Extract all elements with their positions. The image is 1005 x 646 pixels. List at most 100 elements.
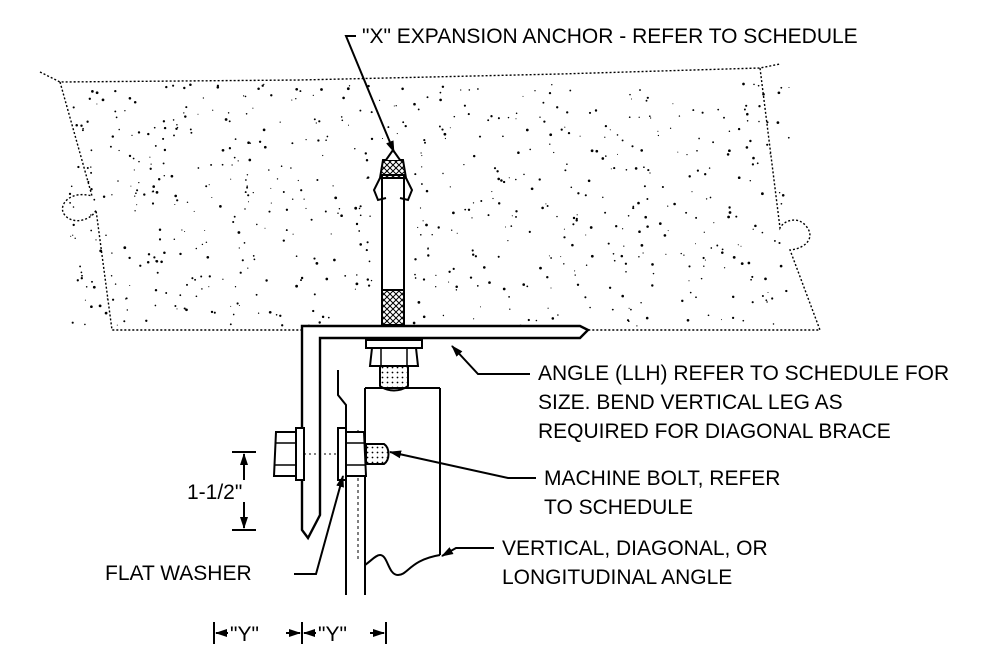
concrete-speck	[116, 324, 118, 326]
concrete-speck	[358, 230, 361, 232]
concrete-speck	[270, 187, 272, 189]
concrete-speck	[761, 192, 764, 196]
concrete-speck	[245, 113, 248, 115]
concrete-speck	[517, 151, 520, 154]
concrete-speck	[657, 134, 660, 137]
concrete-speck	[649, 172, 651, 174]
concrete-speck	[104, 311, 108, 315]
bolt-thread	[365, 443, 390, 465]
dimension-1-1-2: 1-1/2"	[187, 451, 256, 531]
concrete-speck	[648, 115, 651, 118]
concrete-speck	[472, 253, 475, 256]
concrete-speck	[478, 135, 482, 138]
concrete-speck	[496, 170, 499, 173]
concrete-speck	[464, 208, 467, 211]
concrete-speck	[678, 115, 681, 117]
concrete-speck	[737, 244, 739, 246]
concrete-speck	[640, 301, 642, 304]
concrete-speck	[560, 128, 563, 131]
concrete-speck	[204, 230, 206, 231]
bolt-nut	[345, 431, 368, 477]
concrete-speck	[221, 163, 224, 166]
washer-top	[365, 339, 423, 349]
concrete-speck	[165, 85, 168, 89]
concrete-speck	[344, 274, 347, 277]
concrete-speck	[72, 106, 75, 109]
concrete-speck	[751, 301, 754, 304]
concrete-speck	[771, 297, 774, 300]
concrete-speck	[566, 111, 569, 114]
concrete-speck	[313, 293, 316, 296]
concrete-speck	[370, 137, 374, 141]
concrete-speck	[455, 289, 458, 291]
concrete-speck	[589, 306, 591, 309]
concrete-speck	[420, 152, 422, 154]
concrete-speck	[627, 215, 630, 217]
concrete-speck	[355, 222, 359, 226]
concrete-speck	[228, 147, 232, 150]
concrete-speck	[210, 163, 213, 166]
concrete-speck	[163, 174, 166, 177]
leader-lines	[294, 35, 536, 575]
concrete-speck	[359, 214, 362, 217]
concrete-speck	[590, 149, 594, 153]
concrete-speck	[740, 262, 744, 265]
concrete-speck	[201, 243, 204, 246]
concrete-slab	[39, 63, 822, 331]
concrete-speck	[208, 286, 210, 288]
concrete-speck	[646, 96, 649, 99]
concrete-speck	[482, 266, 486, 269]
concrete-speck	[657, 130, 659, 132]
concrete-speck	[395, 105, 397, 107]
concrete-speck	[322, 154, 324, 157]
concrete-speck	[369, 215, 371, 217]
concrete-speck	[404, 124, 407, 128]
concrete-speck	[584, 296, 587, 299]
concrete-speck	[356, 274, 358, 276]
label-bolt-1: MACHINE BOLT, REFER	[544, 467, 780, 490]
concrete-speck	[701, 111, 704, 114]
concrete-speck	[549, 133, 553, 137]
concrete-speck	[480, 200, 483, 202]
leader-vertical	[441, 547, 494, 557]
concrete-speck	[502, 135, 504, 138]
concrete-speck	[365, 158, 369, 162]
concrete-speck	[172, 84, 175, 87]
concrete-speck	[691, 191, 693, 193]
concrete-speck	[515, 112, 518, 115]
concrete-speck	[694, 243, 697, 245]
concrete-speck	[721, 248, 724, 251]
concrete-speck	[761, 294, 764, 298]
concrete-speck	[737, 127, 741, 131]
concrete-speck	[728, 211, 732, 214]
concrete-speck	[124, 110, 126, 112]
concrete-speck	[514, 178, 517, 181]
concrete-speck	[474, 255, 478, 258]
concrete-speck	[413, 102, 416, 106]
concrete-speck	[258, 140, 262, 143]
concrete-speck	[74, 237, 76, 240]
concrete-speck	[616, 153, 619, 155]
expansion-anchor	[372, 148, 414, 327]
concrete-speck	[154, 304, 157, 307]
concrete-speck	[101, 98, 105, 102]
concrete-speck	[237, 160, 239, 162]
concrete-speck	[325, 277, 329, 281]
concrete-speck	[138, 181, 140, 184]
concrete-speck	[535, 319, 538, 322]
concrete-speck	[553, 151, 555, 154]
concrete-speck	[721, 251, 724, 254]
label-angle-2: SIZE. BEND VERTICAL LEG AS	[538, 391, 843, 414]
concrete-speck	[233, 215, 236, 218]
concrete-speck	[548, 255, 550, 257]
concrete-speckle	[68, 82, 790, 329]
concrete-speck	[613, 167, 616, 170]
concrete-speck	[452, 267, 455, 270]
concrete-speck	[117, 180, 119, 182]
concrete-speck	[683, 254, 685, 256]
concrete-speck	[515, 215, 517, 218]
concrete-speck	[570, 186, 573, 189]
concrete-speck	[585, 264, 588, 266]
concrete-speck	[471, 249, 474, 252]
concrete-speck	[609, 129, 611, 131]
